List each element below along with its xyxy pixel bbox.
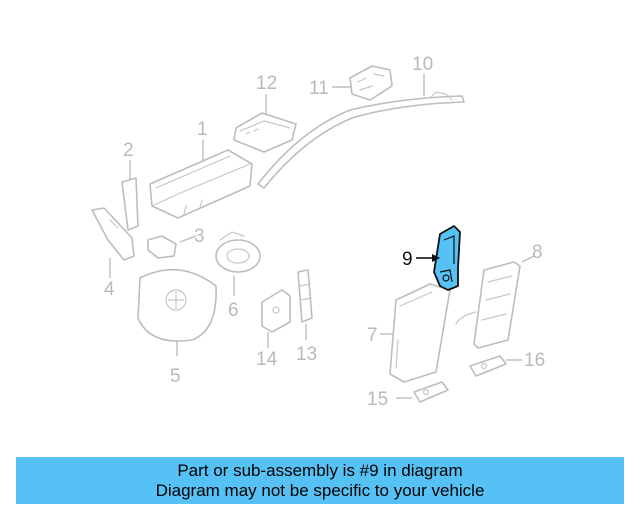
part-4-mount-bracket [91, 207, 135, 261]
part-10-curtain-airbag [257, 91, 465, 189]
part-8-side-airbag [455, 261, 521, 349]
callout-2: 2 [123, 140, 134, 161]
callout-10: 10 [412, 54, 433, 75]
callout-4: 4 [104, 279, 115, 300]
part-15-sensor [413, 381, 449, 403]
callout-14: 14 [256, 349, 278, 370]
callout-3: 3 [194, 226, 205, 247]
info-banner: Part or sub-assembly is #9 in diagram Di… [16, 457, 624, 504]
part-14-sensor-bracket [261, 289, 291, 333]
part-16-sensor [469, 355, 507, 377]
callout-5: 5 [170, 366, 181, 387]
part-1-passenger-airbag [149, 149, 253, 219]
callout-13: 13 [296, 344, 317, 365]
banner-line-2: Diagram may not be specific to your vehi… [155, 481, 485, 500]
part-7-knee-airbag [389, 283, 451, 383]
callout-9: 9 [402, 249, 413, 270]
callout-16: 16 [524, 350, 545, 371]
callout-6: 6 [228, 300, 239, 321]
callout-8: 8 [532, 242, 543, 263]
part-9-highlighted-bracket [433, 225, 461, 291]
callout-1: 1 [197, 119, 208, 140]
part-11-sensor [349, 65, 393, 101]
callout-11: 11 [309, 78, 329, 99]
part-6-clock-spring [215, 231, 261, 273]
part-5-driver-airbag [137, 268, 217, 342]
callout-7: 7 [367, 325, 378, 346]
banner-line-1: Part or sub-assembly is #9 in diagram [177, 461, 463, 480]
part-13-impact-sensor [297, 269, 313, 323]
part-2-bracket [121, 177, 139, 231]
callout-15: 15 [367, 389, 388, 410]
part-12-control-module [233, 112, 297, 153]
callout-12: 12 [256, 73, 277, 94]
part-3-bracket [147, 235, 177, 259]
